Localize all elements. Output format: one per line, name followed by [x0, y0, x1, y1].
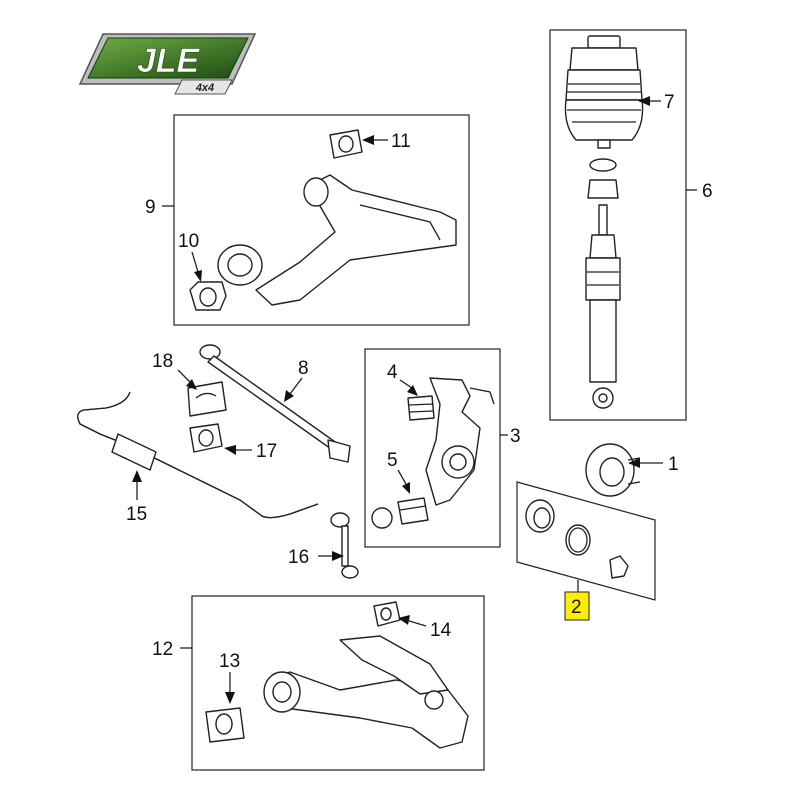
upper-arm-bushing-10: [189, 281, 227, 311]
steering-knuckle-part: [425, 377, 495, 506]
lower-control-arm-part: [263, 635, 469, 749]
sway-bar-part: [77, 391, 319, 519]
callout-6[interactable]: 6: [702, 181, 713, 202]
logo-sub-text: 4x4: [195, 82, 214, 94]
callout-1[interactable]: 1: [668, 454, 679, 475]
knuckle-bushing-4: [407, 395, 435, 421]
wheel-hub-part: [585, 443, 641, 497]
callout-7[interactable]: 7: [664, 92, 675, 113]
callout-4[interactable]: 4: [387, 362, 398, 383]
sway-bar-bushing-17: [189, 423, 223, 453]
lower-arm-bushing-13: [205, 707, 245, 743]
callout-14[interactable]: 14: [430, 620, 452, 641]
callout-12[interactable]: 12: [152, 639, 173, 660]
sway-bar-bushing-18: [187, 381, 227, 417]
callout-5[interactable]: 5: [387, 450, 398, 471]
callout-17[interactable]: 17: [256, 441, 277, 462]
callout-13[interactable]: 13: [219, 651, 240, 672]
knuckle-bushing-5: [371, 497, 429, 529]
upper-arm-frame: [173, 114, 470, 326]
callout-15[interactable]: 15: [126, 504, 147, 525]
logo-brand-text: JLE: [137, 42, 201, 80]
leader-lines: [132, 96, 697, 704]
callout-2-highlight: [564, 591, 590, 621]
callout-16[interactable]: 16: [288, 547, 309, 568]
lower-arm-bushing-14: [373, 601, 401, 627]
callout-10[interactable]: 10: [178, 231, 199, 252]
bearing-kit-frame: [516, 481, 656, 601]
knuckle-frame: [364, 348, 501, 548]
callout-8[interactable]: 8: [298, 358, 309, 379]
upper-arm-bushing-11: [329, 129, 363, 159]
callout-11[interactable]: 11: [391, 131, 411, 152]
tie-rod-part: [199, 344, 351, 463]
shock-absorber-part: [585, 158, 621, 409]
callout-18[interactable]: 18: [152, 351, 173, 372]
stabilizer-link-part: [330, 512, 359, 579]
jle-4x4-logo: JLE 4x4: [78, 33, 257, 95]
lower-arm-frame: [191, 595, 485, 771]
upper-control-arm-part: [217, 174, 457, 306]
callout-2[interactable]: 2: [571, 597, 582, 618]
callout-3[interactable]: 3: [510, 426, 521, 447]
air-spring-part: [564, 35, 644, 149]
bearing-kit-part: [525, 499, 629, 579]
shock-assembly-frame: [549, 29, 687, 421]
callout-9[interactable]: 9: [145, 197, 156, 218]
